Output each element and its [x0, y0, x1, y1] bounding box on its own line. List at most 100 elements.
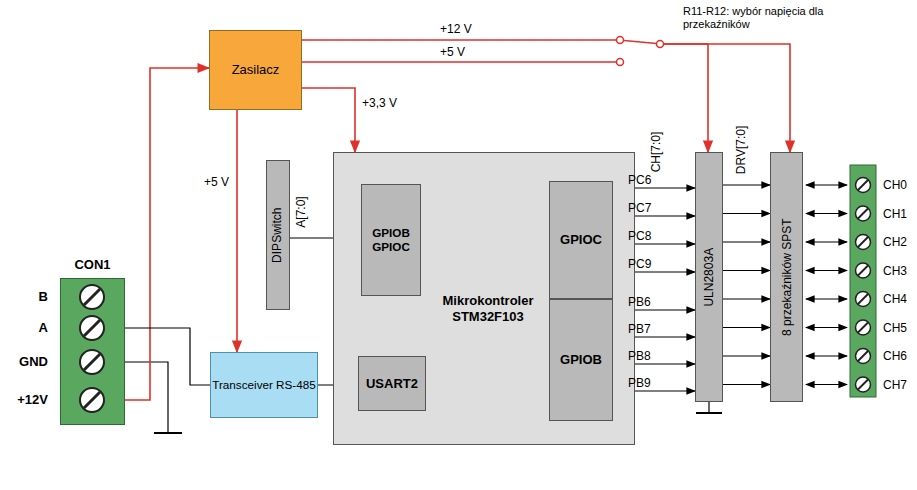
gpio-box: GPIOC [549, 181, 613, 299]
relay-wire [806, 384, 847, 385]
relay-box: 8 przekaźników SPST [770, 152, 803, 402]
switch-contact [617, 37, 624, 44]
screw-slot [84, 354, 100, 370]
mcu-box: Mikrokontroler STM32F103GPIOB GPIOCUSART… [333, 152, 635, 445]
relay-output-wires [806, 185, 847, 385]
screw-slot [858, 266, 868, 276]
box-label: GPIOB [560, 352, 602, 368]
box-label: ULN2803A [702, 248, 716, 307]
signal-connector [723, 270, 770, 271]
ground-symbol [154, 432, 182, 434]
screw-slot [858, 294, 868, 304]
power-connector [302, 40, 708, 152]
screw-slot [84, 320, 100, 336]
power-connector [302, 88, 355, 152]
channel-label: CH4 [883, 292, 907, 306]
channel-label: CH2 [883, 235, 907, 249]
bus-label: CH[7:0] [649, 132, 663, 173]
pin-name: +12V [17, 392, 48, 408]
screw-slot [858, 237, 868, 247]
signal-label: PB8 [628, 349, 651, 363]
screw [80, 350, 104, 374]
screw-slot [858, 351, 868, 361]
box-label: GPIOB GPIOC [362, 226, 420, 254]
screw-slot [858, 180, 868, 190]
gpio-box: GPIOB GPIOC [361, 184, 421, 296]
terminal-block: CON1 [60, 278, 125, 425]
switch-contact [617, 59, 624, 66]
relay-wire [806, 213, 847, 214]
signal-label: PC8 [628, 229, 651, 243]
signal-label: +12 V [440, 22, 472, 36]
box-label: Mikrokontroler STM32F103 [418, 293, 558, 324]
terminal-name: CON1 [61, 257, 124, 273]
power-connector [236, 110, 238, 352]
switch-blade [624, 41, 657, 44]
gpio-box: GPIOB [549, 299, 613, 421]
signal-connector [723, 213, 770, 214]
signal-label: PC7 [628, 201, 651, 215]
signal-connector [723, 298, 770, 299]
usart-box: USART2 [358, 356, 426, 411]
channel-label: CH5 [883, 321, 907, 335]
dipswitch-box: DIPSwitch [266, 160, 290, 310]
signal-connector [723, 184, 770, 185]
screw-slot [84, 392, 100, 408]
channel-label: CH3 [883, 264, 907, 278]
relay-wire [806, 184, 847, 185]
gnd-wire [708, 402, 709, 412]
pin-name: A [39, 320, 48, 336]
power-connector [302, 44, 790, 152]
screw [80, 285, 104, 309]
signal-connector [723, 241, 770, 242]
relay-wire [806, 241, 847, 242]
box-label: DIPSwitch [271, 207, 285, 262]
channel-label: CH6 [883, 349, 907, 363]
relay-wire [806, 327, 847, 328]
screw [856, 320, 871, 335]
driver-box: ULN2803A [695, 152, 723, 402]
signal-connector [723, 384, 770, 385]
box-label: USART2 [366, 376, 418, 392]
screw [856, 206, 871, 221]
terminal-block [850, 165, 876, 397]
screw-slot [84, 289, 100, 305]
signal-label: PC6 [628, 173, 651, 187]
screw-slot [858, 209, 868, 219]
signal-connector [125, 328, 210, 385]
signal-connector [723, 327, 770, 328]
signal-label: +5 V [204, 175, 229, 189]
signal-label: PC9 [628, 257, 651, 271]
screw [856, 263, 871, 278]
box-label: GPIOC [560, 232, 602, 248]
channel-label: CH7 [883, 378, 907, 392]
screw [856, 178, 871, 193]
box-label: 8 przekaźników SPST [779, 218, 793, 335]
signal-connector [723, 355, 770, 356]
signal-label: PB9 [628, 376, 651, 390]
pin-name: B [39, 289, 48, 305]
bus-label: DRV[7:0] [734, 126, 748, 174]
screw [856, 349, 871, 364]
channel-label: CH0 [883, 178, 907, 192]
box-label: Transceiver RS-485 [212, 378, 316, 392]
channel-label: CH1 [883, 207, 907, 221]
screw [80, 316, 104, 340]
note-text: R11-R12: wybór napięcia dla przekaźników [683, 5, 883, 31]
ground-symbol [696, 412, 722, 414]
screw-slot [858, 323, 868, 333]
power-supply-box: Zasilacz [209, 30, 302, 110]
screw [80, 388, 104, 412]
signal-label: PB6 [628, 295, 651, 309]
signal-label: A[7:0] [294, 196, 308, 227]
power-connector [125, 68, 209, 400]
relay-wire [806, 298, 847, 299]
transceiver-box: Transceiver RS-485 [210, 352, 318, 418]
screw [856, 292, 871, 307]
screw [856, 377, 871, 392]
relay-wire [806, 355, 847, 356]
signal-label: +3,3 V [362, 96, 397, 110]
screw [856, 235, 871, 250]
signal-label: +5 V [440, 45, 465, 59]
pin-name: GND [19, 354, 48, 370]
